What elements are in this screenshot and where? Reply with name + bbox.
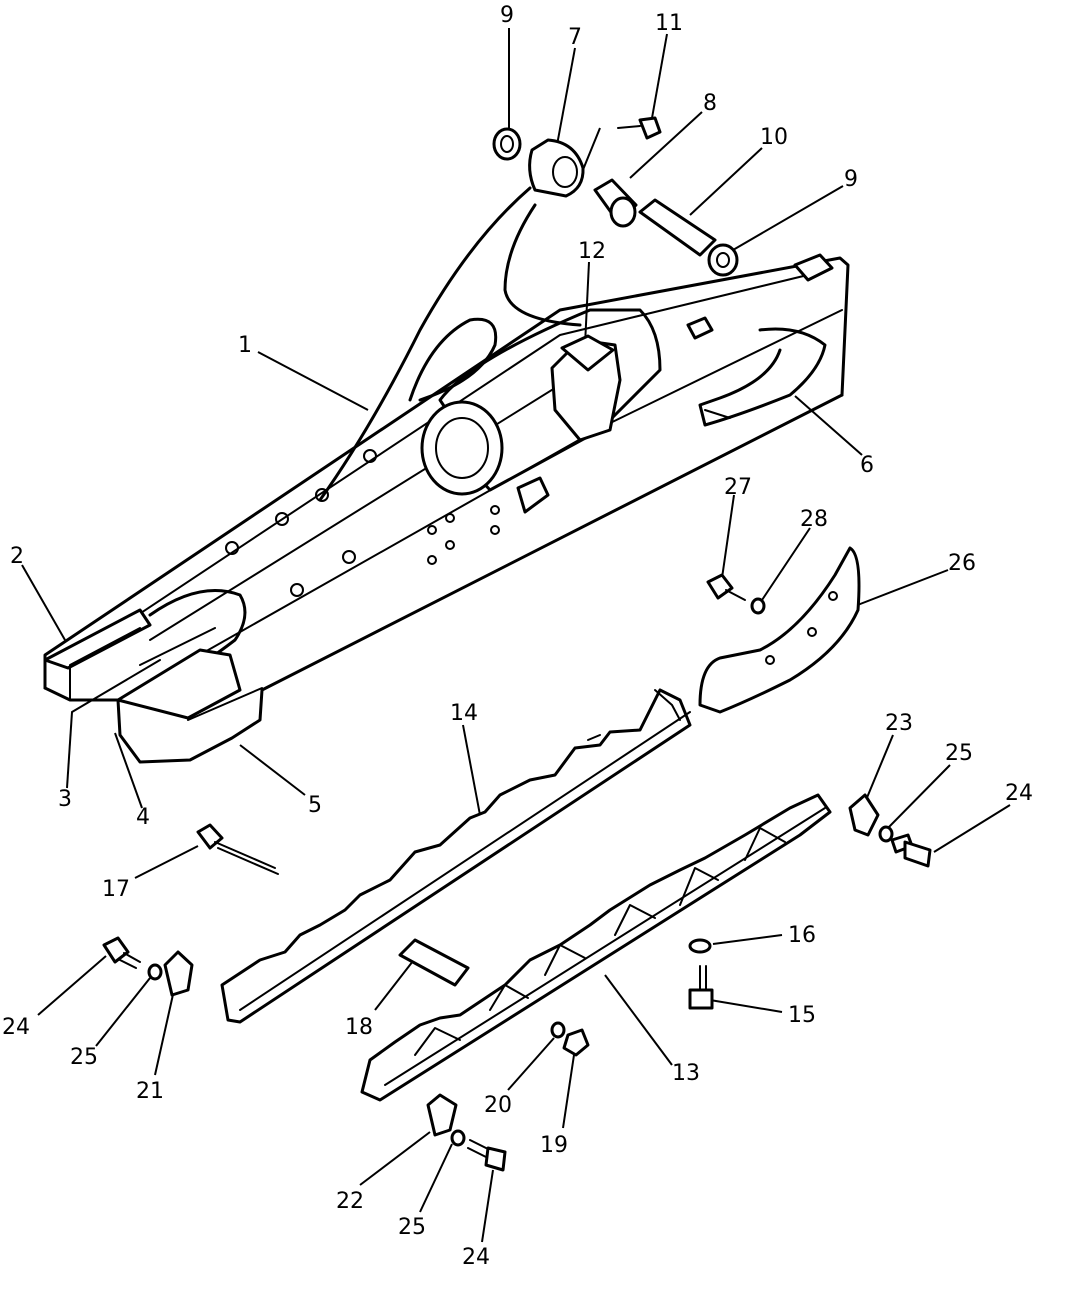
callout-5: 5 [308,793,322,818]
bolt-15 [688,965,714,1010]
nut-19 [562,1028,590,1057]
callout-20: 20 [484,1093,512,1118]
callout-labels: 9 7 11 8 10 9 12 1 6 2 3 4 5 27 28 26 14… [2,3,1033,1270]
callout-10: 10 [760,125,788,150]
callout-23: 23 [885,711,913,736]
callout-16: 16 [788,923,816,948]
washer-16 [688,938,712,954]
callout-4: 4 [136,805,150,830]
callout-6: 6 [860,453,874,478]
callout-25: 25 [945,741,973,766]
callout-28: 28 [800,507,828,532]
grease-fitting-11 [617,116,662,140]
callout-22: 22 [336,1189,364,1214]
pin-18 [398,938,470,987]
callout-17: 17 [102,877,130,902]
callout-21: 21 [136,1079,164,1104]
washer-25-left [147,963,163,981]
callout-14: 14 [450,701,478,726]
pivot-seal-9-left [492,127,522,161]
rail-guard-13 [360,793,832,1102]
pivot-seal-9-right [707,243,739,277]
callout-27: 27 [724,475,752,500]
plate-21 [163,950,194,997]
callout-18: 18 [345,1015,373,1040]
callout-7: 7 [568,25,582,50]
track-frame-1 [43,186,850,764]
callout-24: 24 [2,1015,30,1040]
rear-guard-2-3 [43,608,161,713]
bushing-8 [593,178,638,228]
bolt-17 [196,823,279,875]
callout-19: 19 [540,1133,568,1158]
guard-6 [698,327,827,427]
callout-13: 13 [672,1061,700,1086]
washer-28 [750,597,766,615]
callout-26: 26 [948,551,976,576]
bolt-24-bottom [467,1139,507,1172]
washer-20 [550,1021,566,1039]
bolt-27 [706,573,746,601]
pivot-boss-7 [528,138,585,198]
callout-25: 25 [70,1045,98,1070]
callout-9: 9 [500,3,514,28]
leader-lines [21,28,1011,1243]
pin-10 [638,198,717,257]
callout-2: 2 [10,544,24,569]
washer-25-bottom [450,1129,466,1147]
callout-1: 1 [238,333,252,358]
callout-12: 12 [578,239,606,264]
callout-15: 15 [788,1003,816,1028]
callout-24: 24 [462,1245,490,1270]
rail-guard-14 [220,688,692,1024]
plate-23 [848,793,880,837]
callout-24: 24 [1005,781,1033,806]
callout-9: 9 [844,167,858,192]
guard-26 [698,546,861,714]
washer-25-right [878,825,894,843]
callout-25: 25 [398,1215,426,1240]
callout-11: 11 [655,11,683,36]
callout-8: 8 [703,91,717,116]
bolt-24-left [102,936,141,969]
guard-5 [116,627,263,721]
plate-22 [426,1093,458,1137]
callout-3: 3 [58,787,72,812]
bolt-24-right [890,833,932,868]
